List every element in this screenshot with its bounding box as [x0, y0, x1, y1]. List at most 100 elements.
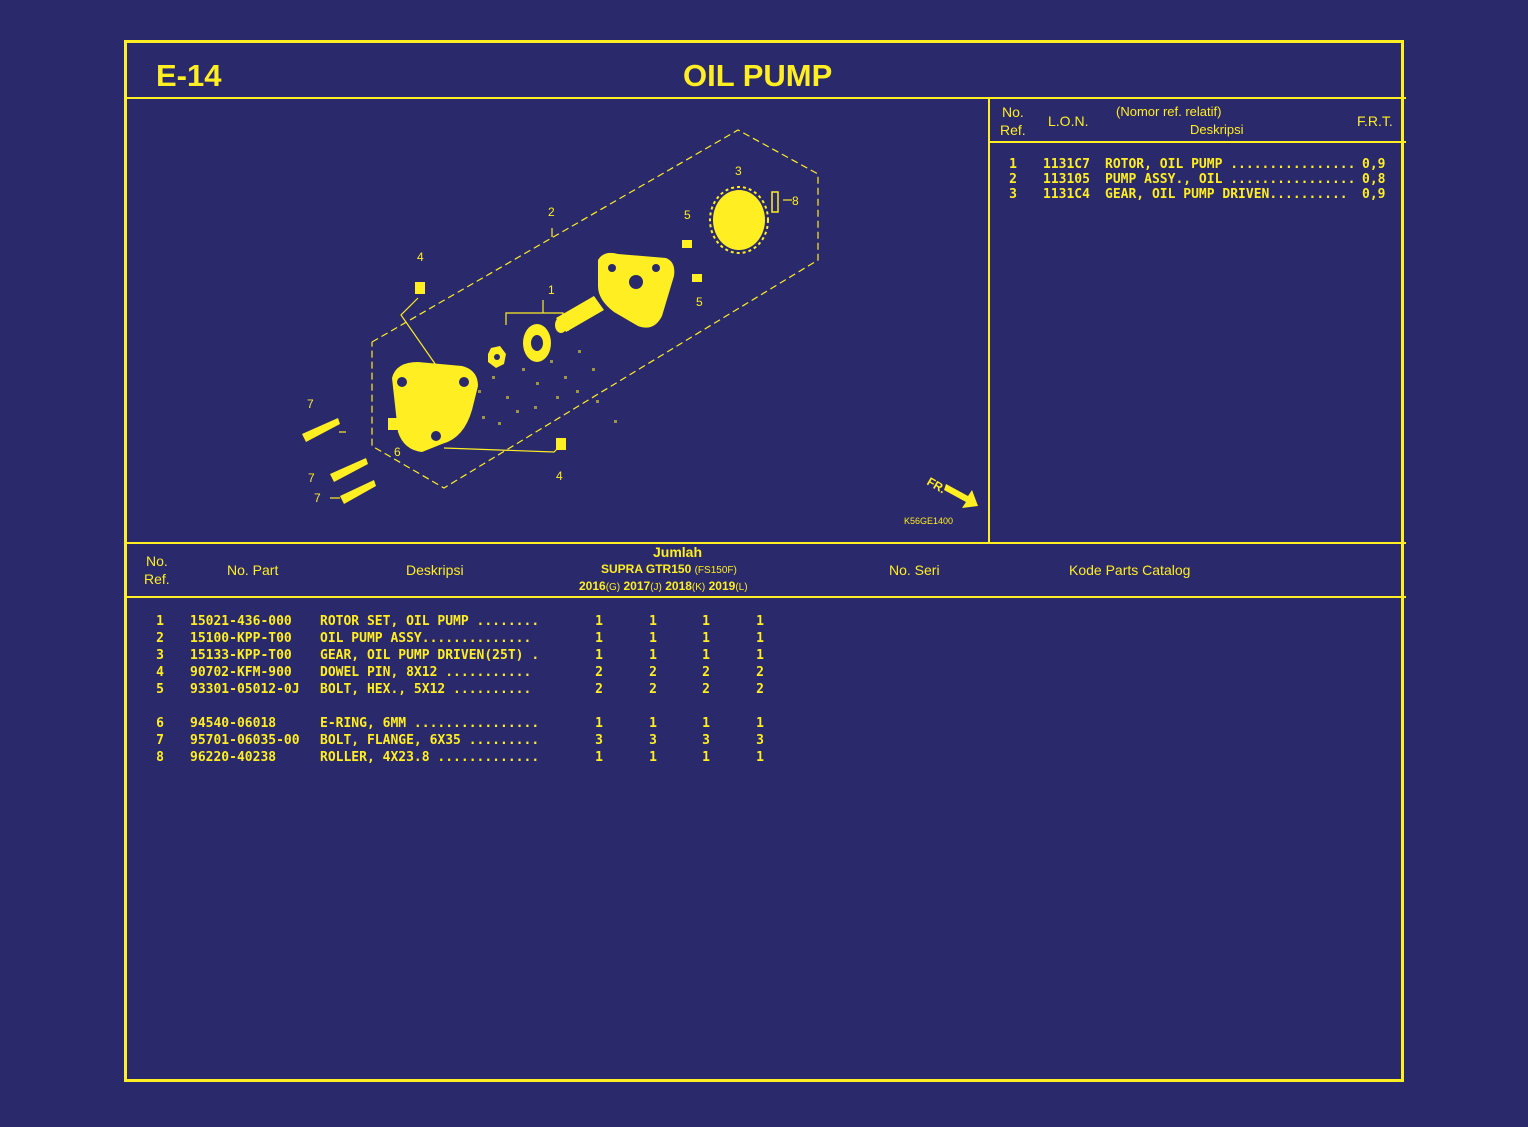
lon-description: GEAR, OIL PUMP DRIVEN..........	[1105, 187, 1348, 202]
row-ref: 3	[156, 648, 164, 663]
header-part: No. Part	[227, 562, 279, 578]
lon-frt: 0,9	[1362, 157, 1386, 172]
row-part-number: 93301-05012-0J	[190, 682, 300, 697]
row-qty-2016: 1	[595, 648, 603, 663]
row-qty-2017: 1	[649, 614, 657, 629]
row-part-number: 15133-KPP-T00	[190, 648, 292, 663]
row-ref: 7	[156, 733, 164, 748]
row-qty-2017: 3	[649, 733, 657, 748]
lon-description: ROTOR, OIL PUMP ................	[1105, 157, 1356, 172]
row-qty-2019: 2	[756, 682, 764, 697]
row-qty-2018: 1	[702, 648, 710, 663]
lon-code: 1131C7	[1043, 157, 1090, 172]
lon-code: 1131C4	[1043, 187, 1090, 202]
row-description: GEAR, OIL PUMP DRIVEN(25T) .	[320, 648, 540, 663]
header-seri: No. Seri	[889, 562, 940, 578]
row-ref: 1	[156, 614, 164, 629]
lon-description: PUMP ASSY., OIL ................	[1105, 172, 1356, 187]
row-qty-2018: 1	[702, 716, 710, 731]
row-description: ROTOR SET, OIL PUMP ........	[320, 614, 540, 629]
row-description: BOLT, HEX., 5X12 ..........	[320, 682, 532, 697]
lon-frt: 0,8	[1362, 172, 1386, 187]
callout-7b: 7	[308, 471, 315, 485]
header-no: No.	[146, 553, 168, 569]
row-qty-2016: 1	[595, 750, 603, 765]
row-qty-2017: 1	[649, 716, 657, 731]
year-code: (J)	[650, 582, 662, 593]
lon-code: 113105	[1043, 172, 1090, 187]
callout-3: 3	[735, 164, 742, 178]
row-qty-2019: 1	[756, 716, 764, 731]
row-qty-2016: 1	[595, 614, 603, 629]
diagram-divider	[988, 97, 990, 544]
row-part-number: 94540-06018	[190, 716, 277, 731]
row-qty-2018: 2	[702, 682, 710, 697]
lon-ref: 1	[1009, 157, 1017, 172]
oil-pump-exploded-diagram: 1 2 3 4 4 5 5 6 7 7 7 8 FR. K56GE1400	[302, 129, 978, 526]
header-divider	[124, 97, 1406, 99]
row-qty-2017: 2	[649, 665, 657, 680]
right-header-ref: Ref.	[1000, 122, 1026, 138]
table-header-divider	[124, 596, 1406, 598]
right-header-deskripsi: Deskripsi	[1190, 122, 1244, 137]
row-qty-2018: 2	[702, 665, 710, 680]
row-description: BOLT, FLANGE, 6X35 .........	[320, 733, 540, 748]
row-qty-2018: 1	[702, 750, 710, 765]
callout-8: 8	[792, 194, 799, 208]
row-description: DOWEL PIN, 8X12 ...........	[320, 665, 532, 680]
model-code: (FS150F)	[694, 565, 737, 576]
year-code: (L)	[735, 582, 748, 593]
lon-ref: 2	[1009, 172, 1017, 187]
row-description: ROLLER, 4X23.8 .............	[320, 750, 540, 765]
year: 2017	[623, 579, 651, 593]
lon-ref: 3	[1009, 187, 1017, 202]
header-deskripsi: Deskripsi	[406, 562, 464, 578]
callout-7a: 7	[307, 397, 314, 411]
drawing-code: K56GE1400	[904, 516, 953, 526]
row-description: OIL PUMP ASSY..............	[320, 631, 532, 646]
callout-4a: 4	[417, 250, 424, 264]
right-header-nomor: (Nomor ref. relatif)	[1116, 104, 1222, 119]
lon-frt: 0,9	[1362, 187, 1386, 202]
row-qty-2016: 2	[595, 682, 603, 697]
row-qty-2019: 1	[756, 750, 764, 765]
year-code: (G)	[605, 582, 621, 593]
row-qty-2018: 1	[702, 614, 710, 629]
row-qty-2019: 1	[756, 631, 764, 646]
model-name: SUPRA GTR150	[601, 562, 692, 576]
front-label: FR.	[925, 474, 949, 496]
diagram-bottom-divider	[124, 542, 1406, 544]
row-qty-2017: 2	[649, 682, 657, 697]
row-ref: 8	[156, 750, 164, 765]
row-qty-2016: 1	[595, 631, 603, 646]
row-qty-2016: 1	[595, 716, 603, 731]
right-header-lon: L.O.N.	[1048, 113, 1089, 129]
row-qty-2019: 1	[756, 614, 764, 629]
callout-5b: 5	[696, 295, 703, 309]
page-title: OIL PUMP	[683, 58, 833, 93]
catalog-frame	[124, 40, 1404, 1082]
right-header-frt: F.R.T.	[1357, 113, 1393, 129]
header-years: 2016(G) 2017(J) 2018(K) 2019(L)	[579, 579, 748, 593]
row-qty-2018: 1	[702, 631, 710, 646]
row-part-number: 15021-436-000	[190, 614, 292, 629]
year: 2019	[708, 579, 736, 593]
callout-6: 6	[394, 445, 401, 459]
row-part-number: 15100-KPP-T00	[190, 631, 292, 646]
header-model: SUPRA GTR150 (FS150F)	[601, 562, 737, 576]
row-ref: 2	[156, 631, 164, 646]
year: 2016	[579, 579, 606, 593]
row-part-number: 95701-06035-00	[190, 733, 300, 748]
year-code: (K)	[691, 582, 706, 593]
callout-1: 1	[548, 283, 555, 297]
callout-4b: 4	[556, 469, 563, 483]
row-description: E-RING, 6MM ................	[320, 716, 540, 731]
row-part-number: 90702-KFM-900	[190, 665, 292, 680]
row-ref: 6	[156, 716, 164, 731]
header-ref: Ref.	[144, 571, 170, 587]
row-qty-2017: 1	[649, 648, 657, 663]
row-qty-2016: 2	[595, 665, 603, 680]
callout-5a: 5	[684, 208, 691, 222]
row-qty-2019: 2	[756, 665, 764, 680]
header-kode: Kode Parts Catalog	[1069, 562, 1191, 578]
